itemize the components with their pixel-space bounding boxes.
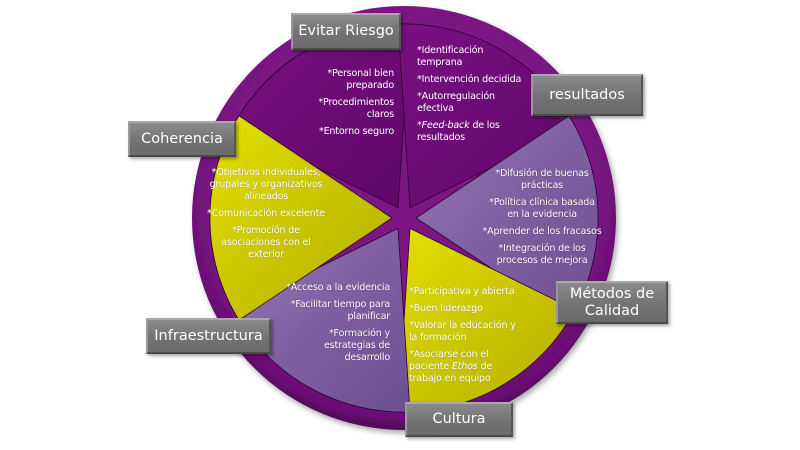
item: *Promoción de asociaciones con el exteri… — [221, 225, 311, 260]
item: *Aprender de los fracasos — [482, 226, 602, 237]
item: *Política clínica basada en la evidencia — [489, 197, 595, 220]
item: *Valorar la educación y la formación — [409, 320, 516, 343]
segment-evitar-riesgo-items: *Personal bien preparado *Procedimientos… — [298, 68, 394, 143]
label-text: resultados — [549, 86, 625, 103]
text-italic: Ethos — [451, 361, 478, 372]
text: de trabajo en equipo — [409, 361, 493, 384]
label-text: Cultura — [432, 411, 486, 427]
label-text: Evitar Riesgo — [298, 23, 394, 39]
item: *Identificación temprana — [417, 45, 484, 68]
item: *Buen liderazgo — [409, 303, 483, 314]
item-ethos: *Asociarse con el paciente Ethos de trab… — [409, 349, 521, 385]
item: *Integración de los procesos de mejora — [496, 243, 588, 266]
label-text: Métodos de — [569, 285, 655, 302]
item: *Facilitar tiempo para planificar — [290, 299, 390, 322]
segment-cultura-items: *Participativa y abierta *Buen liderazgo… — [409, 286, 521, 390]
label-infraestructura: Infraestructura — [146, 318, 271, 354]
segment-metodos-items: *Difusión de buenas prácticas *Política … — [482, 168, 602, 272]
text-italic: Feed-back — [421, 120, 470, 131]
segment-coherencia-items: *Objetivos individuales, grupales y orga… — [206, 167, 326, 266]
item: *Acceso a la evidencia — [286, 282, 390, 293]
item: *Objetivos individuales, grupales y orga… — [209, 167, 323, 202]
label-cultura: Cultura — [405, 402, 513, 437]
label-text: Calidad — [584, 302, 640, 319]
item-feedback: *Feed-back de los resultados — [417, 120, 527, 144]
item: *Entorno seguro — [318, 126, 394, 137]
item: *Personal bien preparado — [327, 68, 394, 91]
text: * — [417, 120, 422, 131]
item: *Intervención decidida — [417, 74, 522, 85]
segment-infraestructura-items: *Acceso a la evidencia *Facilitar tiempo… — [278, 282, 390, 369]
text: de los resultados — [417, 120, 500, 143]
segment-resultados-items: *Identificación temprana *Intervención d… — [417, 45, 527, 149]
text: *Asociarse con el paciente — [409, 349, 489, 372]
label-text: Coherencia — [141, 130, 223, 147]
item: *Formación y estrategias de desarrollo — [323, 328, 390, 363]
label-resultados: resultados — [531, 74, 643, 116]
label-metodos-de-calidad: Métodos de Calidad — [556, 281, 668, 324]
label-text: Infraestructura — [154, 327, 263, 344]
label-coherencia: Coherencia — [128, 121, 236, 157]
item: *Participativa y abierta — [409, 286, 515, 297]
item: *Procedimientos claros — [318, 97, 394, 120]
label-evitar-riesgo: Evitar Riesgo — [291, 13, 401, 50]
item: *Comunicación excelente — [207, 208, 325, 219]
item: *Autorregulación efectiva — [417, 91, 495, 114]
item: *Difusión de buenas prácticas — [495, 168, 589, 191]
